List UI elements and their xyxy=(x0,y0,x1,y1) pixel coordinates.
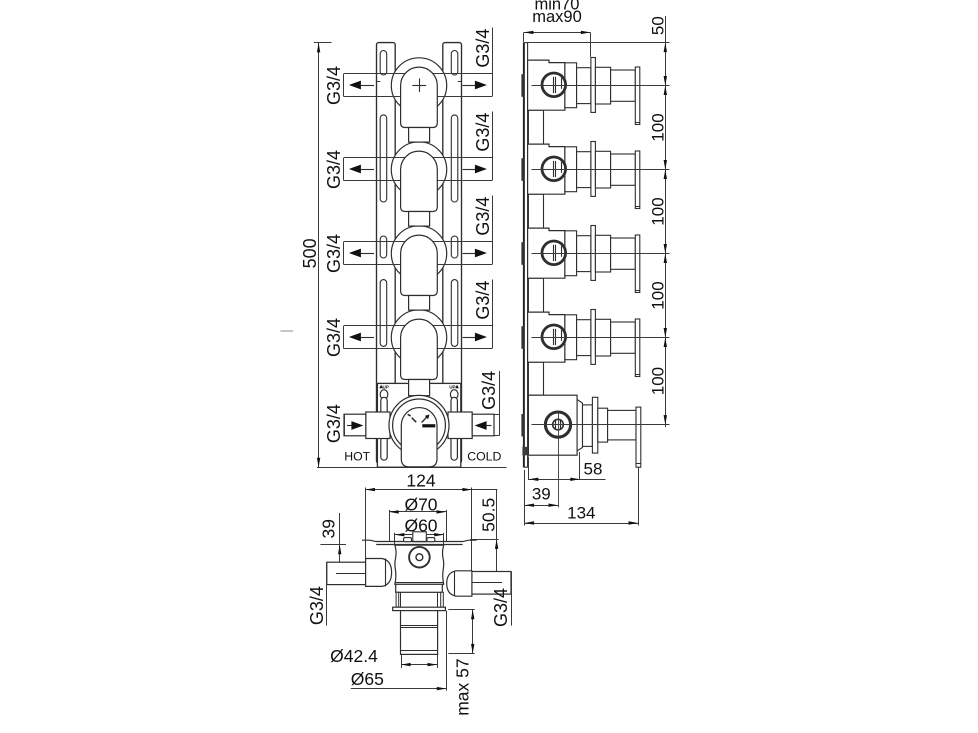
svg-text:UP: UP xyxy=(449,384,455,389)
svg-text:G3/4: G3/4 xyxy=(473,29,493,68)
svg-text:Ø70: Ø70 xyxy=(404,494,437,514)
svg-text:G3/4: G3/4 xyxy=(307,586,327,625)
svg-text:58: 58 xyxy=(584,460,603,479)
svg-text:HOT: HOT xyxy=(344,450,370,464)
svg-text:G3/4: G3/4 xyxy=(491,588,511,627)
svg-text:G3/4: G3/4 xyxy=(324,318,344,357)
svg-text:50: 50 xyxy=(649,16,668,35)
svg-text:100: 100 xyxy=(648,113,667,141)
svg-text:G3/4: G3/4 xyxy=(479,371,499,410)
svg-text:G3/4: G3/4 xyxy=(473,281,493,320)
svg-text:39: 39 xyxy=(532,485,551,504)
svg-text:min70: min70 xyxy=(535,0,580,13)
svg-text:Ø42.4: Ø42.4 xyxy=(330,646,378,666)
svg-text:G3/4: G3/4 xyxy=(324,66,344,105)
svg-text:100: 100 xyxy=(648,367,667,395)
svg-text:G3/4: G3/4 xyxy=(473,197,493,236)
svg-text:G3/4: G3/4 xyxy=(324,150,344,189)
svg-text:100: 100 xyxy=(648,281,667,309)
svg-text:Ø65: Ø65 xyxy=(351,669,384,689)
svg-text:500: 500 xyxy=(300,238,320,268)
svg-text:G3/4: G3/4 xyxy=(324,404,344,443)
svg-text:UP: UP xyxy=(383,384,389,389)
svg-text:50.5: 50.5 xyxy=(478,498,498,532)
svg-text:39: 39 xyxy=(318,519,338,538)
svg-text:max 57: max 57 xyxy=(452,658,472,715)
svg-text:G3/4: G3/4 xyxy=(324,234,344,273)
svg-text:max90: max90 xyxy=(532,8,582,26)
svg-text:134: 134 xyxy=(567,503,595,522)
svg-text:Ø60: Ø60 xyxy=(404,516,437,536)
svg-text:124: 124 xyxy=(406,471,435,491)
svg-text:COLD: COLD xyxy=(467,450,501,464)
svg-text:100: 100 xyxy=(648,197,667,225)
svg-text:G3/4: G3/4 xyxy=(473,113,493,152)
